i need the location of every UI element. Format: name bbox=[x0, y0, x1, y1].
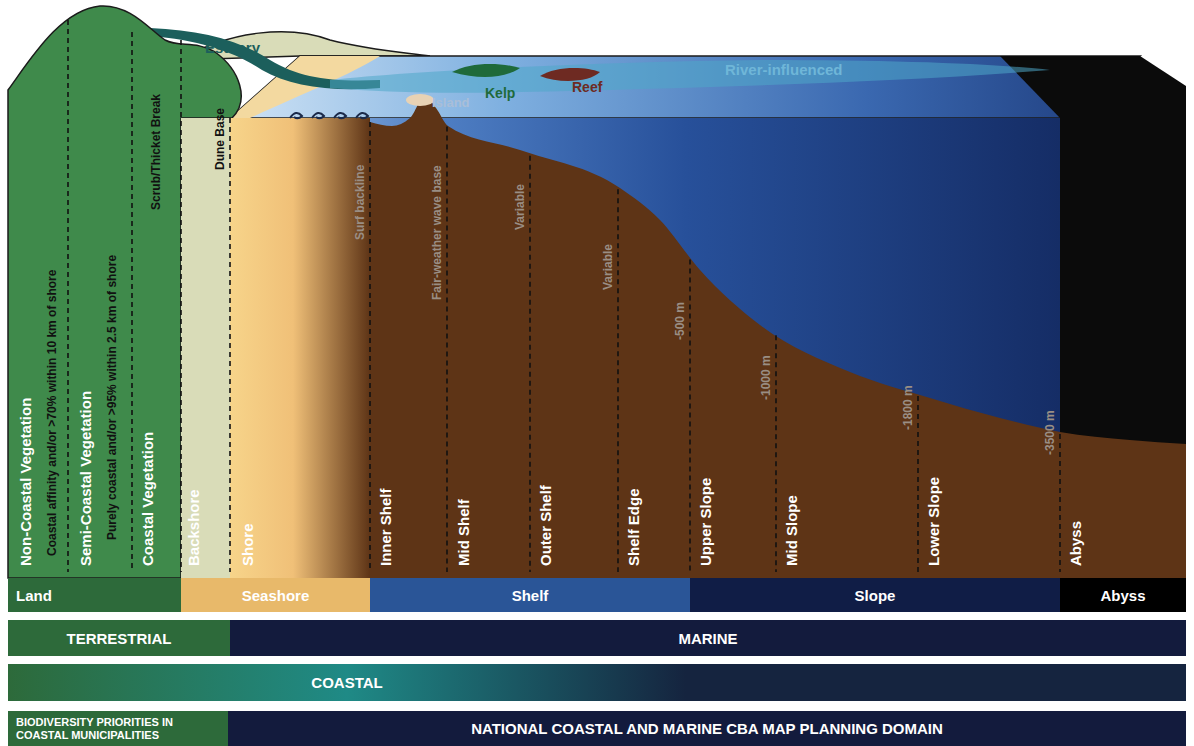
zone-label: -1800 m bbox=[902, 385, 914, 430]
band-label: NATIONAL COASTAL AND MARINE CBA MAP PLAN… bbox=[471, 721, 943, 736]
zone-label: Purely coastal and/or >95% within 2.5 km… bbox=[106, 255, 118, 540]
zone-label: Non-Coastal Vegetation bbox=[18, 398, 33, 566]
zone-label: Outer Shelf bbox=[538, 485, 553, 566]
zone-boundary bbox=[446, 127, 448, 573]
zone-band: NATIONAL COASTAL AND MARINE CBA MAP PLAN… bbox=[228, 711, 1186, 746]
band-label: Slope bbox=[855, 588, 896, 603]
zone-band: COASTAL bbox=[8, 664, 686, 701]
zone-label: Dune Base bbox=[214, 108, 226, 170]
feature-label: Estuary bbox=[205, 40, 260, 55]
feature-label: Kelp bbox=[485, 86, 515, 100]
zone-boundary bbox=[180, 40, 182, 572]
zone-boundary bbox=[131, 32, 133, 572]
zone-label: Scrub/Thicket Break bbox=[150, 94, 162, 210]
band-label: Abyss bbox=[1100, 588, 1145, 603]
zone-label: Shore bbox=[240, 523, 255, 566]
zone-boundary bbox=[689, 260, 691, 573]
zone-band: BIODIVERSITY PRIORITIES IN COASTAL MUNIC… bbox=[8, 711, 228, 746]
zone-label: Variable bbox=[602, 244, 614, 290]
zone-label: Coastal affinity and/or >70% within 10 k… bbox=[46, 270, 58, 556]
zone-label: Surf backline bbox=[354, 165, 366, 240]
zone-boundary bbox=[67, 20, 69, 572]
zone-boundary bbox=[775, 335, 777, 572]
wave-curl bbox=[334, 113, 346, 118]
zone-label: Lower Slope bbox=[926, 477, 941, 566]
zone-band: Shelf bbox=[370, 578, 690, 612]
zone-boundary bbox=[617, 189, 619, 572]
zone-label: Shelf Edge bbox=[626, 488, 641, 566]
zone-label: Variable bbox=[514, 184, 526, 230]
zone-band: TERRESTRIAL bbox=[8, 620, 230, 656]
band-label: BIODIVERSITY PRIORITIES IN COASTAL MUNIC… bbox=[16, 716, 216, 741]
zone-label: Inner Shelf bbox=[378, 488, 393, 566]
zone-label: Upper Slope bbox=[698, 478, 713, 566]
zone-band: Seashore bbox=[181, 578, 370, 612]
band-label: Shelf bbox=[512, 588, 549, 603]
zone-boundary bbox=[229, 118, 231, 572]
zone-band: Land bbox=[8, 578, 181, 612]
band-label: TERRESTRIAL bbox=[67, 631, 172, 646]
zone-band: Slope bbox=[690, 578, 1060, 612]
feature-label: Island bbox=[432, 96, 470, 109]
zone-boundary bbox=[1059, 434, 1061, 572]
zone-label: Abyss bbox=[1068, 521, 1083, 566]
zone-label: Semi-Coastal Vegetation bbox=[78, 391, 93, 566]
wave-curl bbox=[290, 113, 302, 118]
band-label: MARINE bbox=[678, 631, 737, 646]
band-label: COASTAL bbox=[311, 675, 382, 690]
zone-label: Mid Slope bbox=[784, 495, 799, 566]
zone-label: Mid Shelf bbox=[456, 499, 471, 566]
zone-label: Backshore bbox=[186, 489, 201, 566]
zone-boundary bbox=[917, 396, 919, 572]
feature-label: River-influenced bbox=[725, 62, 843, 77]
zone-label: Coastal Vegetation bbox=[140, 432, 155, 566]
zone-label: Fair-weather wave base bbox=[431, 165, 443, 300]
zone-label: -3500 m bbox=[1044, 410, 1056, 455]
zone-label: -500 m bbox=[674, 302, 686, 340]
zone-boundary bbox=[529, 156, 531, 572]
wave-curl bbox=[312, 113, 324, 118]
zone-band: Abyss bbox=[1060, 578, 1186, 612]
wave-curl bbox=[356, 113, 368, 118]
zone-label: -1000 m bbox=[760, 355, 772, 400]
band-label: Seashore bbox=[242, 588, 310, 603]
zone-band: MARINE bbox=[230, 620, 1186, 656]
feature-label: Reef bbox=[572, 80, 602, 94]
zone-boundary bbox=[369, 122, 371, 572]
band-label: Land bbox=[16, 588, 52, 603]
